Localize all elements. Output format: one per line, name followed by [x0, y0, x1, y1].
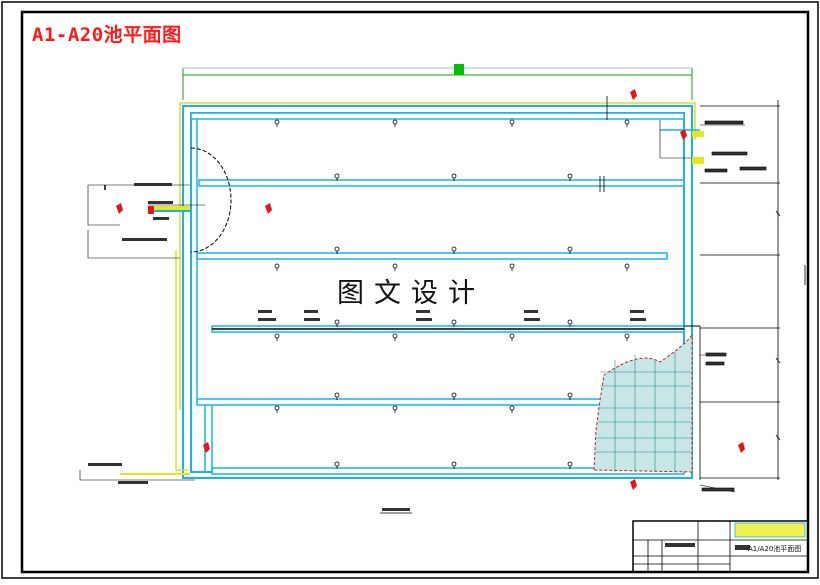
diffuser-marker [274, 119, 280, 125]
diffuser-marker [567, 173, 573, 179]
air-pipe-labels [258, 310, 646, 321]
filter-media-section [593, 333, 693, 473]
diffuser-marker [392, 333, 398, 339]
title-block-drawing-name: A1/A20池平面图 [748, 545, 802, 553]
diffuser-marker [624, 333, 630, 339]
diffuser-marker [451, 246, 457, 252]
diffuser-marker [624, 263, 630, 269]
bottom-caption [382, 508, 410, 511]
diffuser-marker [509, 333, 515, 339]
vertical-feeds [599, 96, 701, 480]
distribution-well [190, 147, 232, 253]
section-markers [116, 89, 745, 490]
diffuser-marker [392, 405, 398, 411]
left-divider [190, 119, 213, 472]
diffuser-marker [567, 246, 573, 252]
watermark-text: 图文设计 [337, 278, 485, 309]
diffuser-marker [334, 319, 340, 325]
top-dimension [182, 64, 693, 100]
diffuser-marker [451, 319, 457, 325]
diffuser-marker [567, 461, 573, 467]
diffuser-marker [509, 405, 515, 411]
title-block [632, 520, 809, 573]
diffuser-marker [451, 461, 457, 467]
diffuser-marker [274, 405, 280, 411]
diffuser-marker [624, 119, 630, 125]
diffuser-marker [451, 173, 457, 179]
diffuser-marker [392, 119, 398, 125]
outer-pipe-run [175, 102, 696, 471]
diffuser-marker [567, 319, 573, 325]
diffuser-marker [334, 246, 340, 252]
diffuser-marker [451, 392, 457, 398]
drawing-title: A1-A20池平面图 [32, 24, 182, 46]
diffuser-marker [334, 392, 340, 398]
diffuser-marker [334, 461, 340, 467]
right-dimensions [700, 100, 806, 480]
diffuser-marker [334, 173, 340, 179]
diffuser-marker [509, 119, 515, 125]
drawing-frame [20, 10, 810, 574]
right-annotations [659, 120, 767, 493]
diffuser-markers [274, 119, 630, 469]
diffuser-marker [567, 392, 573, 398]
left-annotations [79, 183, 205, 484]
diffuser-marker [509, 263, 515, 269]
diffuser-marker [274, 263, 280, 269]
diffuser-marker [274, 333, 280, 339]
diffuser-marker [392, 263, 398, 269]
